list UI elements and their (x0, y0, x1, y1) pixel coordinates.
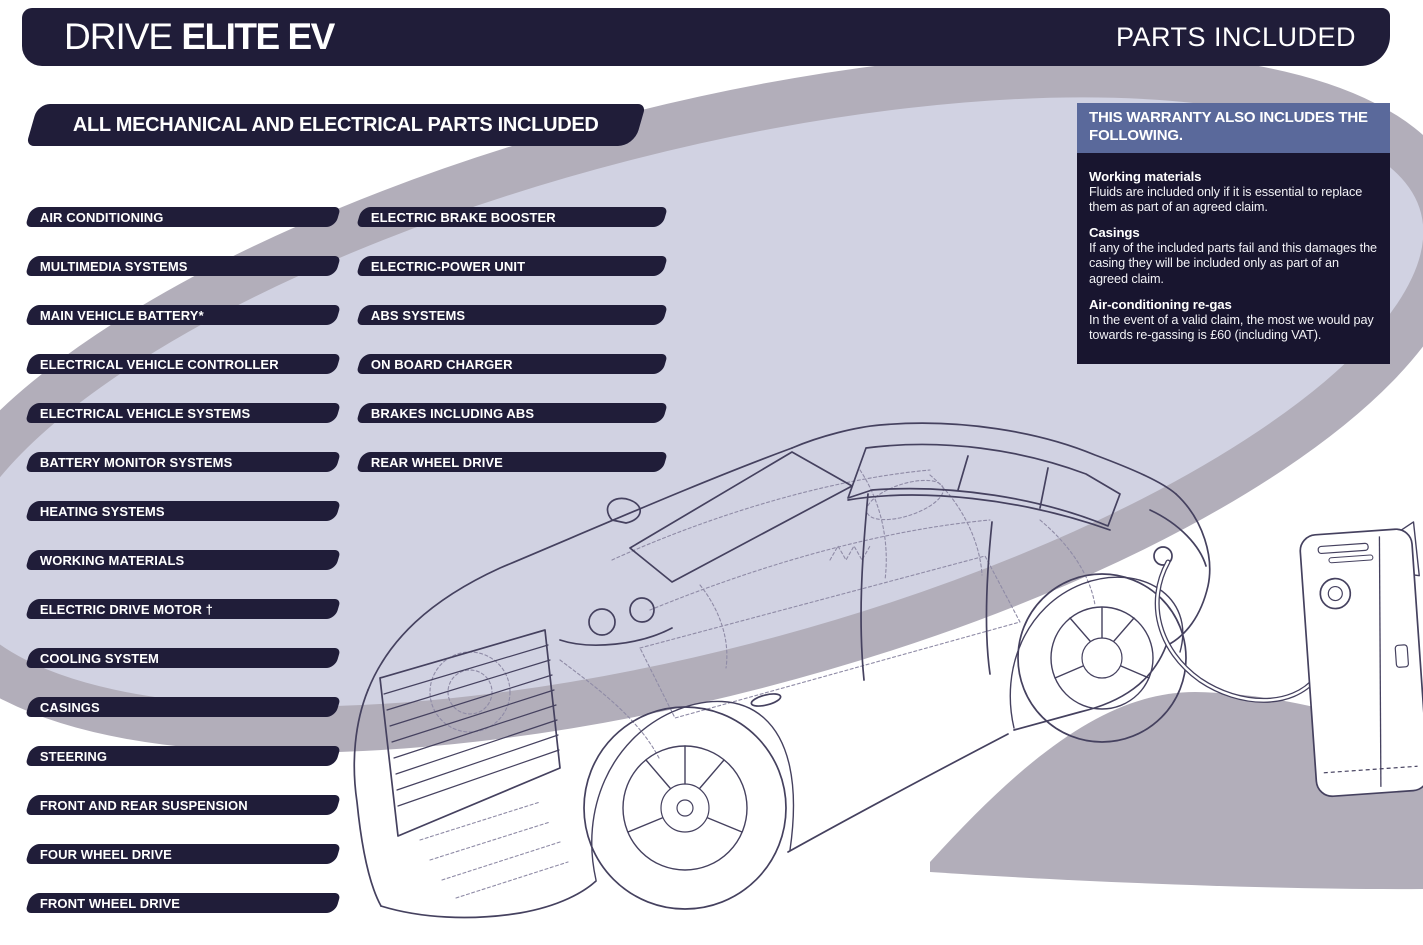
part-pill: HEATING SYSTEMS (25, 501, 341, 521)
brand-title: DRIVE ELITE EV (22, 16, 335, 58)
part-pill: BRAKES INCLUDING ABS (356, 403, 668, 423)
part-label: ELECTRICAL VEHICLE CONTROLLER (40, 356, 279, 372)
part-pill: MAIN VEHICLE BATTERY* (25, 305, 341, 325)
brand-light: DRIVE (64, 16, 173, 57)
part-label: WORKING MATERIALS (40, 552, 185, 568)
part-label: BATTERY MONITOR SYSTEMS (40, 454, 233, 470)
warranty-section-heading: Working materials (1089, 168, 1202, 184)
warranty-section-heading: Casings (1089, 224, 1140, 240)
part-pill: REAR WHEEL DRIVE (356, 452, 668, 472)
part-label: COOLING SYSTEM (40, 650, 160, 666)
warranty-section-body: Fluids are included only if it is essent… (1089, 184, 1363, 215)
part-label: ELECTRIC-POWER UNIT (371, 258, 526, 274)
background-corner-band (930, 692, 1423, 890)
part-label: ON BOARD CHARGER (371, 356, 513, 372)
parts-list-right: ELECTRIC BRAKE BOOSTER ELECTRIC-POWER UNI… (356, 207, 668, 501)
part-label: REAR WHEEL DRIVE (371, 454, 504, 470)
part-pill: ELECTRICAL VEHICLE SYSTEMS (25, 403, 341, 423)
part-label: BRAKES INCLUDING ABS (371, 405, 535, 421)
car-illustration (353, 422, 1211, 919)
warranty-panel-title: THIS WARRANTY ALSO INCLUDES THE FOLLOWIN… (1077, 103, 1390, 153)
part-pill: AIR CONDITIONING (25, 207, 341, 227)
banner-label: ALL MECHANICAL AND ELECTRICAL PARTS INCL… (73, 113, 599, 136)
part-pill: ELECTRIC BRAKE BOOSTER (356, 207, 668, 227)
charging-station (1299, 521, 1423, 798)
front-wheel (583, 706, 787, 910)
brand-bold: ELITE EV (181, 16, 335, 57)
part-label: FRONT WHEEL DRIVE (40, 895, 181, 911)
part-label: HEATING SYSTEMS (40, 503, 165, 519)
part-pill: WORKING MATERIALS (25, 550, 341, 570)
part-label: ELECTRIC BRAKE BOOSTER (371, 209, 556, 225)
part-pill: ABS SYSTEMS (356, 305, 668, 325)
part-pill: STEERING (25, 746, 341, 766)
page-title: PARTS INCLUDED (1115, 21, 1356, 52)
part-pill: CASINGS (25, 697, 341, 717)
part-label: ABS SYSTEMS (371, 307, 466, 323)
part-label: MAIN VEHICLE BATTERY* (40, 307, 204, 323)
part-pill: ELECTRIC DRIVE MOTOR † (25, 599, 341, 619)
part-label: MULTIMEDIA SYSTEMS (40, 258, 188, 274)
part-pill: FRONT AND REAR SUSPENSION (25, 795, 341, 815)
warranty-section-heading: Air-conditioning re-gas (1089, 296, 1232, 312)
part-pill: ELECTRIC-POWER UNIT (356, 256, 668, 276)
part-label: FOUR WHEEL DRIVE (40, 846, 173, 862)
part-pill: MULTIMEDIA SYSTEMS (25, 256, 341, 276)
part-pill: BATTERY MONITOR SYSTEMS (25, 452, 341, 472)
part-label: CASINGS (40, 699, 100, 715)
parts-list-left: AIR CONDITIONING MULTIMEDIA SYSTEMS MAIN V… (25, 207, 341, 942)
warranty-panel: THIS WARRANTY ALSO INCLUDES THE FOLLOWIN… (1077, 103, 1390, 364)
part-pill: ON BOARD CHARGER (356, 354, 668, 374)
part-label: STEERING (40, 748, 108, 764)
part-pill: FOUR WHEEL DRIVE (25, 844, 341, 864)
banner-bar: ALL MECHANICAL AND ELECTRICAL PARTS INCL… (25, 104, 647, 146)
part-pill: COOLING SYSTEM (25, 648, 341, 668)
part-label: ELECTRICAL VEHICLE SYSTEMS (40, 405, 251, 421)
part-label: FRONT AND REAR SUSPENSION (40, 797, 248, 813)
warranty-section-body: In the event of a valid claim, the most … (1089, 312, 1374, 343)
part-pill: ELECTRICAL VEHICLE CONTROLLER (25, 354, 341, 374)
part-label: ELECTRIC DRIVE MOTOR † (40, 601, 214, 617)
rear-wheel (1017, 573, 1187, 743)
part-label: AIR CONDITIONING (40, 209, 164, 225)
part-pill: FRONT WHEEL DRIVE (25, 893, 341, 913)
warranty-section-body: If any of the included parts fail and th… (1089, 240, 1378, 287)
header-bar: DRIVE ELITE EV PARTS INCLUDED (22, 8, 1390, 66)
